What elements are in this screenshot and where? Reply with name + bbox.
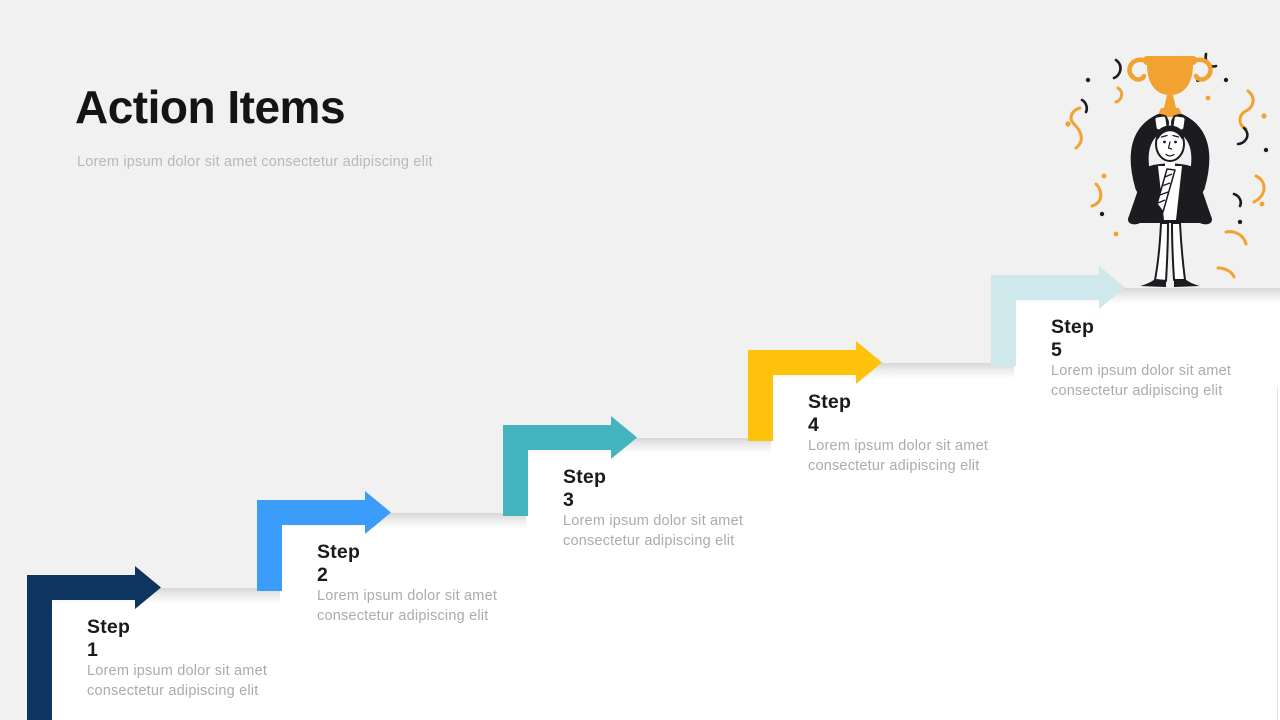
step-5-arrow-icon bbox=[991, 266, 1125, 366]
step-1-description: Lorem ipsum dolor sit amet consectetur a… bbox=[87, 663, 268, 699]
step-1-arrow-icon bbox=[27, 566, 161, 720]
step-4-arrow-icon bbox=[748, 341, 882, 441]
right-edge-divider bbox=[1277, 386, 1278, 720]
page-title: Action Items bbox=[75, 81, 346, 133]
step-4-description: Lorem ipsum dolor sit amet consectetur a… bbox=[808, 438, 989, 474]
step-3-description: Lorem ipsum dolor sit amet consectetur a… bbox=[563, 513, 744, 549]
step-2-label: Step 2 bbox=[317, 541, 361, 586]
step-2-description: Lorem ipsum dolor sit amet consectetur a… bbox=[317, 588, 498, 624]
step-3-label: Step 3 bbox=[563, 466, 607, 511]
step-5-description: Lorem ipsum dolor sit amet consectetur a… bbox=[1051, 363, 1232, 399]
confetti-icon bbox=[1065, 52, 1269, 279]
trophy-icon bbox=[1127, 56, 1213, 117]
trophy-celebration-illustration bbox=[1065, 52, 1269, 287]
step-4-label: Step 4 bbox=[808, 391, 852, 436]
step-5-label: Step 5 bbox=[1051, 316, 1095, 361]
step-3-arrow-icon bbox=[503, 416, 637, 516]
page-subtitle: Lorem ipsum dolor sit amet consectetur a… bbox=[77, 154, 433, 170]
face-icon bbox=[1160, 134, 1180, 157]
step-2-arrow-icon bbox=[257, 491, 391, 591]
man-figure bbox=[1128, 114, 1212, 287]
step-1-label: Step 1 bbox=[87, 616, 131, 661]
